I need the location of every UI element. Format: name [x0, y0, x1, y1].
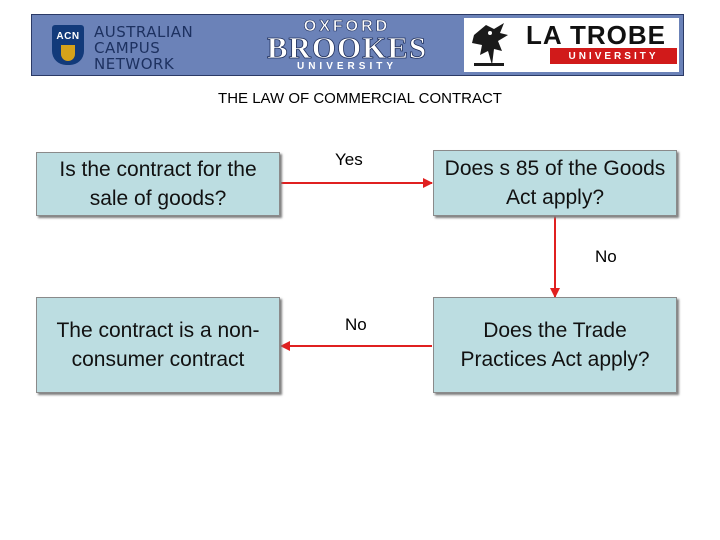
node-goods-act: Does s 85 of the Goods Act apply?: [433, 150, 677, 216]
la-trobe-red-bar: [550, 48, 677, 64]
node-trade-practices: Does the Trade Practices Act apply?: [433, 297, 677, 393]
acn-line-2: Campus: [94, 39, 161, 57]
la-trobe-subtitle: UNIVERSITY: [568, 51, 659, 62]
acn-line-1: Australian: [94, 23, 194, 41]
oxford-brookes-logo: OXFORD BROOKES UNIVERSITY: [247, 18, 447, 73]
acn-line-3: Network: [94, 55, 175, 73]
la-trobe-logo: LA TROBE UNIVERSITY: [464, 18, 679, 72]
eagle-icon: [472, 23, 508, 66]
diagram-title: THE LAW OF COMMERCIAL CONTRACT: [218, 90, 502, 107]
node-non-consumer: The contract is a non-consumer contract: [36, 297, 280, 393]
la-trobe-title: LA TROBE: [526, 20, 666, 50]
header-banner: ACN Australian Campus Network OXFORD BRO…: [31, 14, 684, 76]
acn-badge-text: ACN: [56, 31, 80, 42]
oxford-brookes-mid: BROOKES: [266, 30, 428, 65]
node-sale-of-goods: Is the contract for the sale of goods?: [36, 152, 280, 216]
edge-label-no-left: No: [345, 315, 367, 334]
acn-logo: ACN Australian Campus Network: [52, 22, 202, 72]
acn-crest-mark: [61, 45, 75, 61]
acn-shield-icon: ACN: [52, 25, 84, 65]
acn-wordmark: Australian Campus Network: [94, 24, 193, 72]
edge-label-yes: Yes: [335, 150, 363, 169]
edge-label-no-down: No: [595, 247, 617, 266]
oxford-brookes-top: OXFORD: [303, 18, 391, 35]
oxford-brookes-bottom: UNIVERSITY: [296, 61, 397, 72]
